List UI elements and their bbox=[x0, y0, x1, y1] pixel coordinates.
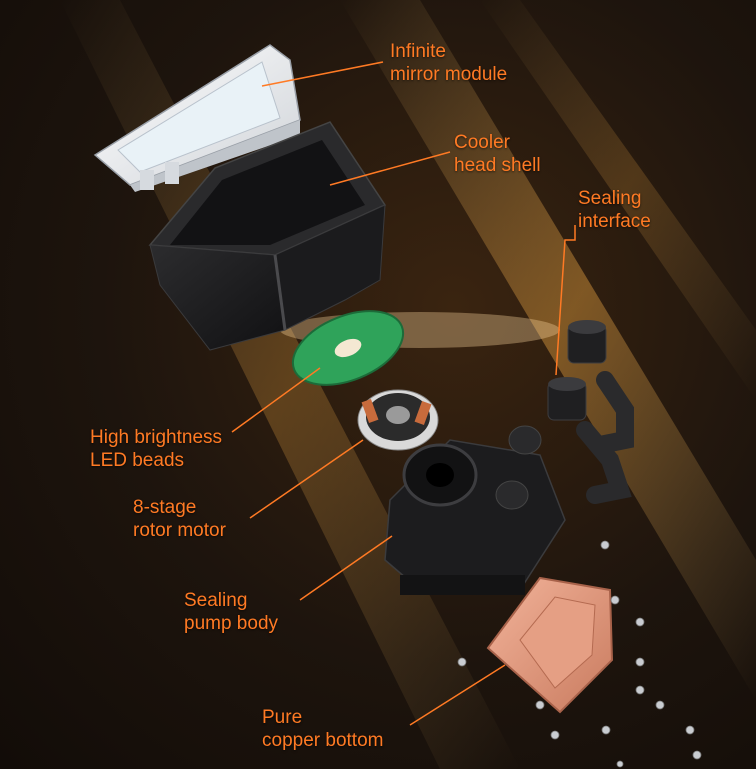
leader-line-mirror bbox=[261, 61, 384, 87]
label-rotor-line1: 8-stage bbox=[133, 497, 197, 518]
label-rotor-line2: rotor motor bbox=[133, 520, 226, 541]
label-copper-line1: Pure bbox=[262, 707, 303, 728]
mirror-module-part bbox=[93, 44, 301, 192]
label-8-stage-rotor-motor: 8-stage rotor motor bbox=[133, 496, 226, 542]
cooler-head-shell-part bbox=[148, 121, 387, 351]
label-led-line2: LED beads bbox=[90, 450, 185, 471]
label-cooler-head-shell: Cooler head shell bbox=[454, 131, 541, 177]
leader-line-pump bbox=[299, 535, 393, 601]
leader-line-copper bbox=[409, 664, 506, 726]
label-pump-line2: pump body bbox=[184, 613, 279, 634]
screws-part bbox=[457, 540, 702, 768]
label-shell-line2: head shell bbox=[454, 155, 541, 176]
label-sealing-line2: interface bbox=[578, 211, 651, 232]
leader-lines bbox=[231, 61, 576, 726]
label-led-line1: High brightness bbox=[90, 427, 223, 448]
leader-line-rotor bbox=[249, 439, 364, 519]
label-infinite-mirror-module: Infinite mirror module bbox=[390, 40, 507, 86]
label-mirror-line2: mirror module bbox=[390, 64, 508, 85]
leader-line-sealing bbox=[555, 225, 576, 376]
label-pump-line1: Sealing bbox=[184, 590, 248, 611]
label-shell-line1: Cooler bbox=[454, 132, 510, 153]
pump-body-part bbox=[384, 425, 566, 595]
leader-line-shell bbox=[329, 151, 451, 186]
label-sealing-interface: Sealing interface bbox=[578, 187, 651, 233]
label-pure-copper-bottom: Pure copper bottom bbox=[262, 706, 383, 752]
label-mirror-line1: Infinite bbox=[390, 41, 446, 62]
copper-bottom-part bbox=[486, 576, 614, 714]
led-board-part bbox=[291, 310, 405, 386]
label-copper-line2: copper bottom bbox=[262, 730, 384, 751]
label-sealing-line1: Sealing bbox=[578, 188, 642, 209]
label-sealing-pump-body: Sealing pump body bbox=[184, 589, 278, 635]
rotor-motor-part bbox=[357, 389, 439, 451]
leader-line-led bbox=[231, 367, 321, 433]
sealing-interface-part bbox=[547, 320, 634, 504]
label-high-brightness-led-beads: High brightness LED beads bbox=[90, 426, 222, 472]
